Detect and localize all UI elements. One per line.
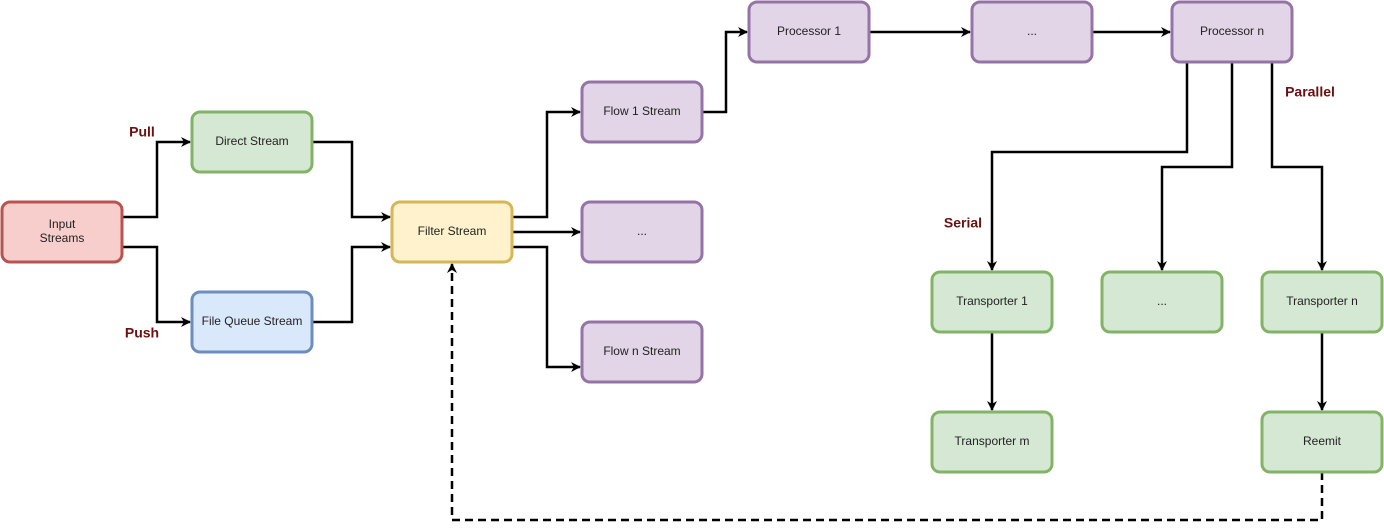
node-transporter-n: Transporter n (1260, 270, 1384, 334)
node-label: Processor 1 (777, 24, 841, 38)
node-label: Direct Stream (215, 134, 288, 148)
node-box (190, 110, 314, 174)
edge-label-push: Push (125, 325, 159, 341)
node-label: ... (1157, 294, 1167, 308)
node-label: Flow n Stream (603, 344, 680, 358)
edge-filter-stream-to-flow-n-stream (512, 245, 581, 372)
node-label: Input (49, 217, 76, 231)
node-box (970, 0, 1094, 64)
node-processor-n: Processor n (1170, 0, 1294, 64)
node-box (930, 410, 1054, 474)
edges-layer (122, 27, 1327, 522)
edge-label-pull: Pull (129, 124, 155, 140)
node-box (580, 200, 704, 264)
edge-input-streams-to-direct-stream (122, 137, 191, 219)
node-label: Transporter m (955, 434, 1030, 448)
edge-processor-n-to-transporter-1 (987, 62, 1189, 271)
edge-label-parallel: Parallel (1285, 84, 1335, 100)
node-label: Transporter 1 (956, 294, 1028, 308)
edge-processor-n-to-transporter-n (1270, 62, 1327, 271)
node-file-queue-stream: File Queue Stream (190, 290, 314, 354)
node-box (0, 200, 124, 264)
edge-input-streams-to-file-queue-stream (122, 245, 191, 327)
node-label: Streams (40, 231, 85, 245)
node-box (390, 200, 514, 264)
node-flow-1-stream: Flow 1 Stream (580, 80, 704, 144)
edge-label-serial: Serial (944, 215, 982, 231)
node-label: Flow 1 Stream (603, 104, 680, 118)
node-box (930, 270, 1054, 334)
edge-direct-stream-to-filter-stream (312, 140, 391, 222)
edge-file-queue-stream-to-filter-stream (312, 242, 391, 324)
node-box (190, 290, 314, 354)
node-box (580, 80, 704, 144)
edge-processor-n-to-transporter-ellipsis (1157, 62, 1234, 271)
node-label: Filter Stream (418, 224, 487, 238)
node-label: ... (637, 224, 647, 238)
node-transporter-ellipsis: ... (1100, 270, 1224, 334)
node-box (747, 0, 871, 64)
node-filter-stream: Filter Stream (390, 200, 514, 264)
node-box (1260, 410, 1384, 474)
node-label: File Queue Stream (202, 314, 303, 328)
node-label: Reemit (1303, 434, 1342, 448)
node-flow-n-stream: Flow n Stream (580, 320, 704, 384)
node-transporter-m: Transporter m (930, 410, 1054, 474)
node-processor-1: Processor 1 (747, 0, 871, 64)
node-label: Processor n (1200, 24, 1264, 38)
node-box (1260, 270, 1384, 334)
node-processor-ellipsis: ... (970, 0, 1094, 64)
node-direct-stream: Direct Stream (190, 110, 314, 174)
node-flow-ellipsis: ... (580, 200, 704, 264)
edge-reemit-to-filter-stream (447, 263, 1324, 522)
node-label: Transporter n (1286, 294, 1358, 308)
node-box (1100, 270, 1224, 334)
node-box (580, 320, 704, 384)
node-transporter-1: Transporter 1 (930, 270, 1054, 334)
edge-filter-stream-to-flow-1-stream (512, 107, 581, 219)
node-reemit: Reemit (1260, 410, 1384, 474)
edge-flow-1-stream-to-processor-1 (702, 27, 748, 114)
node-box (1170, 0, 1294, 64)
node-label: ... (1027, 24, 1037, 38)
